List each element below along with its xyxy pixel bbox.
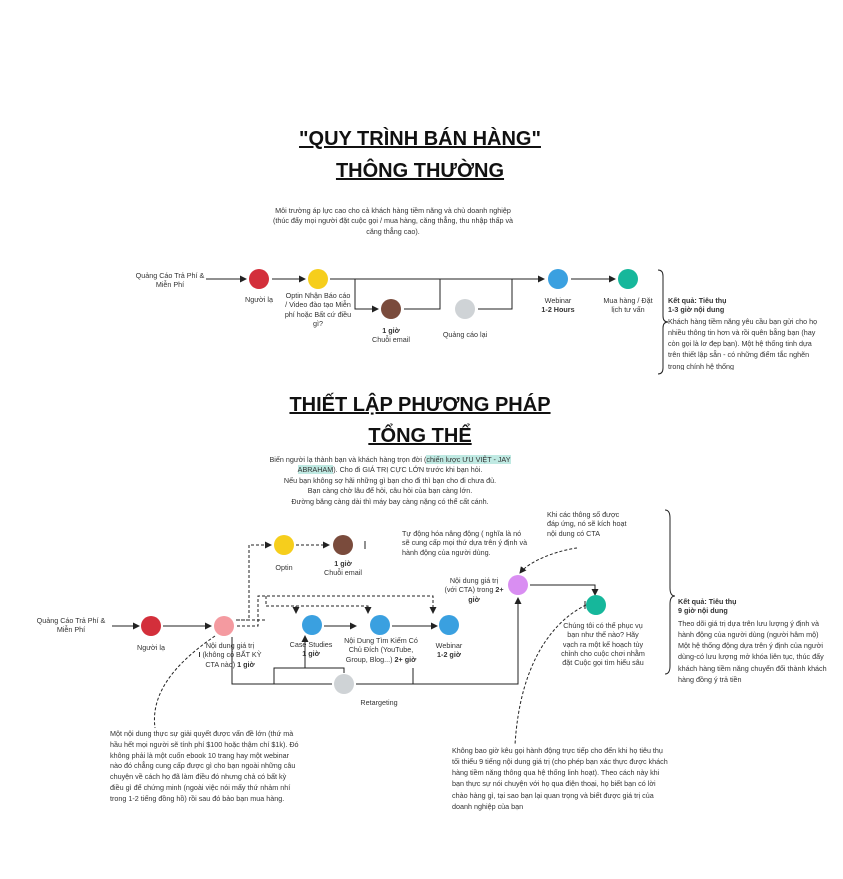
- s2-node-stranger: [141, 616, 161, 636]
- s2-email-time: 1 giờ: [334, 559, 352, 568]
- s1-source-label: Quảng Cáo Trả Phí & Miễn Phí: [135, 271, 205, 290]
- s2-case-label: Case Studies: [289, 640, 333, 649]
- s2-value-mid: (không có BẤT KỲ CTA nào): [202, 650, 262, 669]
- s2-result-time: 9 giờ nội dung: [678, 606, 728, 615]
- s2-value-cta-text: Nội dung giá trị (với CTA) trong: [444, 576, 499, 595]
- s2-bottom-note: Không bao giờ kêu gọi hành động trực tiế…: [452, 746, 668, 811]
- s2-intro: Biến người lạ thành bạn và khách hàng tr…: [265, 455, 515, 507]
- s1-buy-label: Mua hàng / Đặt lịch tư vấn: [603, 296, 653, 315]
- s1-node-retarget: [455, 299, 475, 319]
- s1-title-line1: "QUY TRÌNH BÁN HÀNG": [299, 128, 541, 150]
- s2-search-time: 2+ giờ: [394, 654, 417, 664]
- edge2-metrics-note: [519, 547, 578, 574]
- s1-retarget-label: Quảng cáo lại: [442, 330, 488, 339]
- s2-node-value: [214, 616, 234, 636]
- s2-value-label: Nội dung giá trị I (không có BẤT KỲ CTA …: [198, 641, 262, 669]
- s1-stranger-label: Người lạ: [245, 295, 273, 304]
- s2-value-cta-time: 2+ giờ: [468, 585, 504, 604]
- s2-node-search: [370, 615, 390, 635]
- s2-value-cta-label: Nội dung giá trị (với CTA) trong 2+ giờ: [444, 576, 504, 604]
- s1-optin-label: Optin Nhận Báo cáo / Video đào tạo Miễn …: [284, 291, 352, 329]
- s2-node-retarget: [334, 674, 354, 694]
- s1-email-label: Chuỗi email: [372, 335, 410, 344]
- s2-title-line2: TỔNG THỂ: [368, 425, 472, 447]
- s2-serve-note: Chúng tôi có thể phục vụ bạn như thế nào…: [561, 621, 645, 668]
- s2-auto-note: Tự động hóa nâng động ( nghĩa là nó sẽ c…: [402, 529, 528, 557]
- s1-node-email: [381, 299, 401, 319]
- s2-metrics-note: Khi các thông số được đáp ứng, nó sẽ kíc…: [547, 510, 627, 538]
- s2-value-time: 1 giờ: [237, 659, 255, 669]
- edge2-valuecta-call: [530, 584, 599, 596]
- s2-node-case: [302, 615, 322, 635]
- s2-email-label: Chuỗi email: [324, 568, 362, 577]
- section1-connectors: [206, 275, 616, 313]
- edge2-loop-left: [273, 667, 305, 684]
- s1-webinar-label: Webinar: [544, 296, 572, 305]
- edge2-to-search: [266, 605, 372, 614]
- s1-node-stranger: [249, 269, 269, 289]
- edge-retarget-back: [478, 279, 513, 310]
- s2-node-value-cta: [508, 575, 528, 595]
- s1-result-text: Khách hàng tiềm năng yêu cầu bạn gửi cho…: [668, 317, 818, 370]
- s2-result-title: Kết quả: Tiêu thụ: [678, 597, 737, 606]
- s2-node-call: [586, 595, 606, 615]
- s1-title-line2: THÔNG THƯỜNG: [335, 160, 505, 182]
- edge2-bottom-note: [514, 604, 587, 746]
- s2-stranger-label: Người lạ: [137, 643, 165, 652]
- s1-result-title: Kết quả: Tiêu thụ: [668, 296, 727, 305]
- s1-email-time: 1 giờ: [382, 326, 400, 335]
- edge2-to-case: [265, 596, 300, 614]
- s2-node-optin: [274, 535, 294, 555]
- s2-intro-line2: Nếu bạn không sợ hãi những gì bạn cho đi…: [283, 475, 497, 485]
- s2-intro-line4: Đường băng càng dài thì máy bay càng nặn…: [291, 496, 489, 506]
- section1-result-bracket: [657, 269, 669, 375]
- s2-search-label: Nội Dung Tìm Kiếm Có Chủ Đích (YouTube, …: [342, 636, 420, 664]
- s2-intro-pre: Biến người lạ thành bạn và khách hàng tr…: [269, 455, 427, 464]
- s2-case-time: 1 giờ: [302, 649, 320, 658]
- s1-node-buy: [618, 269, 638, 289]
- s2-webinar-label: Webinar: [435, 641, 463, 650]
- s2-node-email: [333, 535, 353, 555]
- edge2-retarget-valuecta: [356, 597, 522, 685]
- s1-node-optin: [308, 269, 328, 289]
- s2-result-text: Theo dõi giá trị dựa trên lưu lượng ý đị…: [678, 619, 827, 684]
- s2-optin-label: Optin: [275, 563, 293, 572]
- s2-left-note: Một nội dung thực sự giải quyết được vấn…: [110, 729, 299, 803]
- section2-result-bracket: [664, 509, 676, 675]
- edge-email-back: [404, 279, 441, 310]
- s2-webinar-time: 1-2 giờ: [437, 650, 461, 659]
- s2-source-label: Quảng Cáo Trả Phí & Miễn Phí: [36, 616, 106, 635]
- s2-node-webinar: [439, 615, 459, 635]
- edge2-to-webinar: [237, 595, 437, 627]
- s2-value-pre: Nội dung giá trị: [205, 641, 255, 650]
- s1-webinar-time: 1-2 Hours: [541, 305, 575, 314]
- s2-title-line1: THIẾT LẬP PHƯƠNG PHÁP: [289, 394, 551, 416]
- s1-intro: Môi trường áp lực cao cho cả khách hàng …: [272, 206, 514, 236]
- s1-node-webinar: [548, 269, 568, 289]
- s2-intro-line3: Bạn càng chờ lâu để hỏi, câu hỏi của bạn…: [307, 486, 473, 496]
- edge2-value-optin: [236, 541, 272, 621]
- section2-connectors: [112, 541, 599, 746]
- edge2-value-retarget: [231, 637, 332, 685]
- s1-result-time: 1-3 giờ nội dung: [668, 305, 725, 314]
- edge2-retarget-case: [301, 635, 345, 673]
- edge-to-email: [354, 279, 379, 313]
- s2-retarget-label: Retargeting: [360, 698, 398, 707]
- s2-intro-post: ). Cho đi GIÁ TRỊ CỰC LỚN trước khi bạn …: [333, 465, 483, 475]
- s2-search-text: Nội Dung Tìm Kiếm Có Chủ Đích (YouTube, …: [344, 636, 418, 664]
- edge2-left-note: [153, 635, 216, 729]
